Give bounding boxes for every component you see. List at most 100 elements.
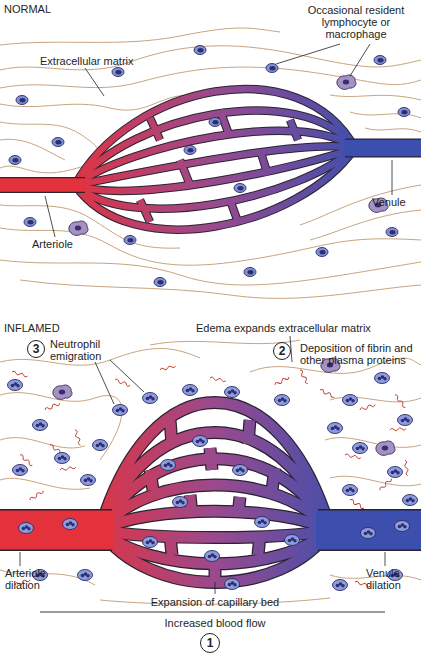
matrix-fiber bbox=[0, 228, 421, 265]
matrix-fiber bbox=[330, 95, 421, 100]
fibrin-deposit bbox=[359, 403, 375, 411]
neutrophil bbox=[183, 385, 198, 396]
label: Occasional resident lymphocyte or macrop… bbox=[296, 4, 416, 40]
tissue-cell bbox=[386, 228, 398, 237]
tissue-cell bbox=[337, 75, 356, 89]
neutrophil bbox=[8, 380, 23, 391]
fibrin-deposit bbox=[44, 402, 60, 411]
neutrophil bbox=[328, 423, 343, 434]
fibrin-deposit bbox=[210, 377, 226, 383]
tissue-cell bbox=[209, 118, 221, 127]
capillary-bed bbox=[0, 177, 85, 193]
fibrin-deposit bbox=[345, 454, 361, 460]
leader-line bbox=[20, 44, 392, 594]
leader-line bbox=[385, 552, 386, 566]
label: Deposition of fibrin and other plasma pr… bbox=[300, 342, 418, 366]
neutrophil bbox=[343, 395, 358, 406]
callout-circle: 1 bbox=[200, 633, 220, 653]
label: Expansion of capillary bed bbox=[110, 596, 320, 608]
leader-line bbox=[350, 44, 370, 76]
label: Neutrophil emigration bbox=[50, 338, 130, 362]
fibrin-deposit bbox=[12, 364, 410, 587]
label: INFLAMED bbox=[4, 322, 104, 334]
leader-line bbox=[276, 44, 340, 64]
neutrophil bbox=[78, 570, 93, 581]
neutrophil bbox=[403, 495, 418, 506]
callout-number: 3 bbox=[33, 342, 40, 356]
fibrin-deposit bbox=[274, 376, 289, 387]
matrix-fiber bbox=[0, 46, 421, 70]
leader-line bbox=[45, 196, 55, 237]
matrix-fiber bbox=[20, 280, 421, 298]
fibrin-deposit bbox=[349, 499, 364, 510]
fibrin-deposit bbox=[114, 379, 130, 387]
matrix-fiber bbox=[330, 476, 421, 486]
matrix-fiber bbox=[0, 260, 421, 285]
matrix-fiber bbox=[0, 438, 85, 448]
label: Arteriole bbox=[32, 238, 102, 250]
tissue-cell bbox=[398, 108, 410, 117]
neutrophil bbox=[113, 405, 128, 416]
tissue-cell bbox=[316, 248, 328, 257]
capillary-bed bbox=[100, 403, 330, 583]
matrix-fiber bbox=[310, 210, 421, 240]
label: Edema expands extracellular matrix bbox=[196, 322, 418, 334]
neutrophil bbox=[93, 440, 108, 451]
divider-rule bbox=[40, 612, 385, 613]
capillary-bed bbox=[0, 403, 421, 583]
neutrophil bbox=[205, 551, 220, 562]
neutrophil bbox=[395, 521, 410, 532]
neutrophil bbox=[275, 395, 290, 406]
label: Extracellular matrix bbox=[40, 55, 150, 67]
fibrin-deposit bbox=[319, 389, 335, 398]
neutrophil bbox=[63, 519, 78, 530]
neutrophil bbox=[13, 465, 28, 476]
label: Increased blood flow bbox=[110, 617, 320, 629]
tissue-cell bbox=[9, 46, 410, 287]
neutrophil bbox=[343, 485, 358, 496]
neutrophil bbox=[255, 517, 270, 528]
matrix-fiber bbox=[325, 438, 421, 448]
fibrin-deposit bbox=[394, 394, 407, 408]
tissue-cell bbox=[16, 96, 28, 105]
neutrophil bbox=[55, 453, 70, 464]
neutrophil bbox=[398, 415, 413, 426]
capillary-bed bbox=[344, 140, 421, 157]
fibrin-deposit bbox=[60, 466, 76, 472]
neutrophil bbox=[388, 467, 403, 478]
neutrophil bbox=[33, 420, 48, 431]
neutrophil bbox=[19, 523, 34, 534]
fibrin-deposit bbox=[12, 371, 28, 378]
tissue-cell bbox=[184, 146, 196, 155]
neutrophil bbox=[193, 436, 208, 447]
neutrophil bbox=[353, 443, 368, 454]
capillary-bed bbox=[345, 139, 421, 158]
fibrin-deposit bbox=[160, 364, 176, 371]
tissue-cell bbox=[194, 46, 206, 55]
neutrophil bbox=[8, 358, 418, 591]
matrix-fiber bbox=[0, 340, 421, 604]
matrix-fiber bbox=[300, 185, 421, 225]
tissue-cell bbox=[124, 236, 136, 245]
neutrophil bbox=[53, 385, 72, 399]
neutrophil bbox=[361, 528, 376, 539]
callout-circle: 2 bbox=[273, 342, 291, 360]
matrix-fiber bbox=[0, 67, 421, 88]
fibrin-deposit bbox=[299, 369, 310, 384]
neutrophil bbox=[143, 537, 158, 548]
tissue-cell bbox=[9, 156, 21, 165]
neutrophil bbox=[375, 373, 390, 384]
capillary-bed bbox=[100, 403, 330, 583]
callout-circle: 3 bbox=[27, 340, 45, 358]
leader-line bbox=[20, 552, 21, 566]
tissue-cell bbox=[266, 64, 278, 73]
capillary-bed bbox=[0, 511, 114, 550]
matrix-fiber bbox=[0, 28, 421, 298]
neutrophil bbox=[173, 497, 188, 508]
fibrin-deposit bbox=[29, 490, 44, 502]
matrix-fiber bbox=[365, 128, 421, 132]
capillary-bed bbox=[316, 511, 421, 550]
neutrophil bbox=[81, 475, 96, 486]
label: Arteriole dilation bbox=[5, 567, 75, 591]
